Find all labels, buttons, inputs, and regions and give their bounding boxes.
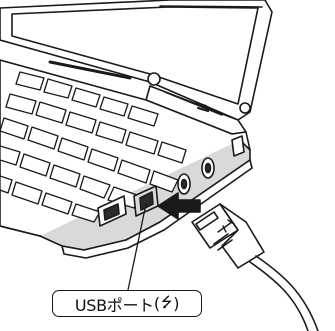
usb-plug: [192, 204, 264, 268]
usb-port-callout: USBポート ( ⭍ ): [52, 290, 202, 317]
usb-trident-icon: ⭍: [161, 292, 172, 316]
usb-cable: [250, 256, 318, 331]
paren-close: ): [173, 294, 179, 313]
paren-open: (: [154, 294, 160, 313]
usb-port-label: USBポート: [75, 292, 154, 316]
